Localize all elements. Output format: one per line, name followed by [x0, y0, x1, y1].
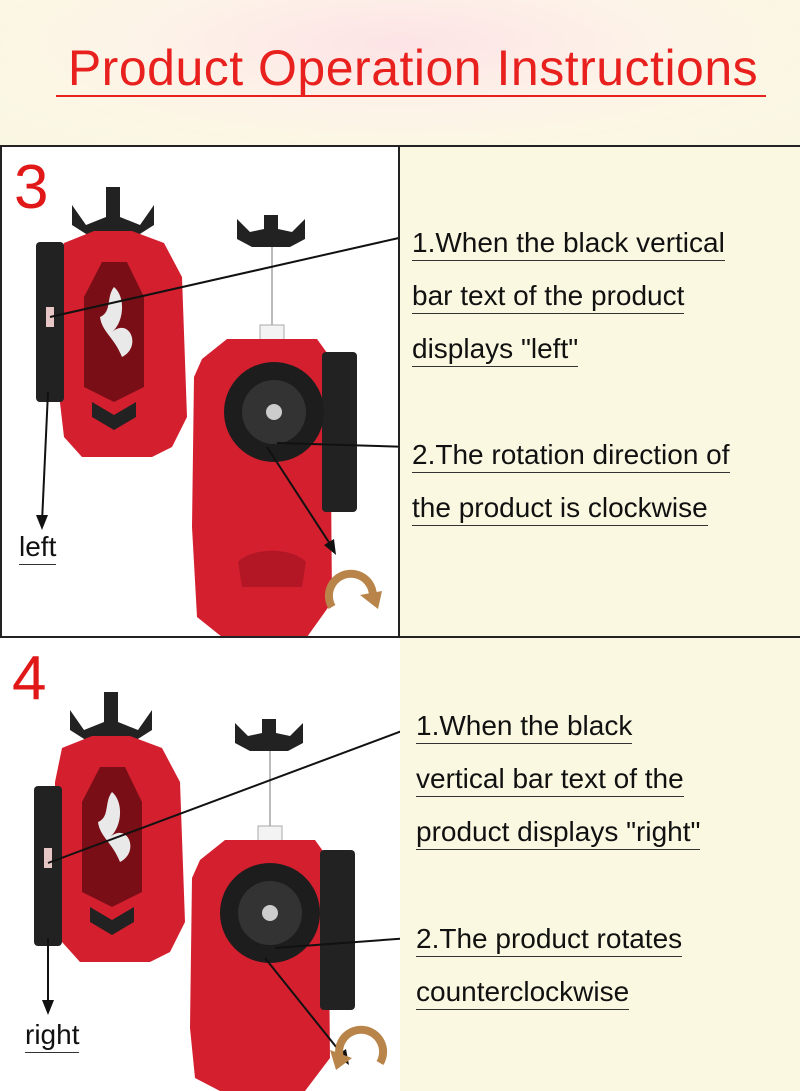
step-number: 3 — [14, 153, 49, 222]
launcher-illustration-3 — [36, 187, 398, 636]
title-underline — [56, 95, 766, 97]
launcher-handle-icon — [72, 187, 154, 239]
direction-label: right — [25, 1020, 80, 1053]
step-4-text-panel: 1.When the black vertical bar text of th… — [400, 638, 800, 1091]
instruction-line: 2.The rotation direction of — [412, 439, 730, 473]
rotation-arrow-icon — [335, 1025, 388, 1066]
instruction-line: counterclockwise — [416, 976, 630, 1010]
direction-label: left — [19, 532, 57, 565]
instruction-line: 2.The product rotates — [416, 923, 683, 957]
step-3-image-panel: 3 left — [0, 145, 400, 638]
instruction-line: displays "left" — [412, 333, 579, 367]
instruction-line: product displays "right" — [416, 816, 701, 850]
rotation-arrow-icon — [324, 569, 377, 610]
instruction-line: vertical bar text of the — [416, 763, 684, 797]
header-banner: Product Operation Instructions — [0, 0, 800, 145]
instruction-line: bar text of the product — [412, 280, 685, 314]
instruction-line: 1.When the black vertical — [412, 227, 725, 261]
step-number: 4 — [12, 644, 47, 713]
step-4-image-panel: 4 right — [0, 638, 400, 1091]
step-3-text-panel: 1.When the black vertical bar text of th… — [400, 145, 800, 638]
launcher-handle-icon — [70, 692, 152, 744]
page-title: Product Operation Instructions — [67, 40, 759, 96]
instruction-line: the product is clockwise — [412, 492, 708, 526]
launcher-illustration-4 — [34, 692, 400, 1091]
instruction-line: 1.When the black — [416, 710, 633, 744]
